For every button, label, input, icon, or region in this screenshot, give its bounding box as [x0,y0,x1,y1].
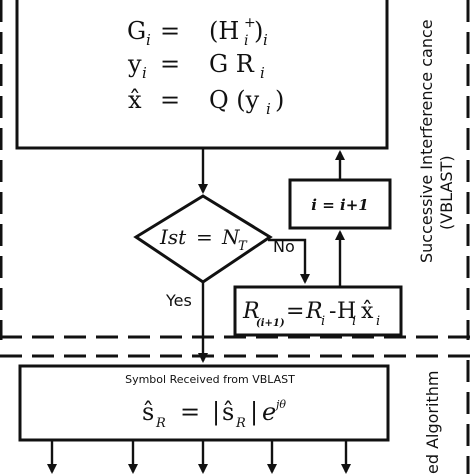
update-r-sub: i [321,314,325,329]
symbol-received-box [18,364,390,442]
eq2-rhs-sub: i [260,64,265,82]
eq2-rhs: G R [209,50,255,78]
eq1-lhs-sub: i [146,31,151,49]
equation-yi: y i = G R i [127,50,265,82]
eq3-rhs-open: Q (y [209,86,260,114]
eq1-equals: = [160,17,180,45]
update-x-sub: i [376,314,380,329]
eq3-rhs-sub: i [266,100,271,118]
update-h: H [337,299,356,324]
eq2-equals: = [160,50,180,78]
eq2-lhs-sub: i [142,64,147,82]
symbol-lhs: ŝ [142,398,154,426]
decision-rhs: N [221,225,241,249]
symbol-equals: = [180,398,200,426]
side-label-line1: Successive Interference cance [417,19,436,263]
symbol-received-title: Symbol Received from VBLAST [125,373,295,386]
eq1-lhs: G [127,17,146,45]
no-label: No [273,237,295,256]
side-label-vblast: (VBLAST) [437,155,456,230]
update-minus: - [329,299,336,324]
side-label-algorithm-text: ed Algorithm [423,371,442,474]
symbol-exp-sup: jθ [273,398,286,411]
symbol-mid: ŝ [222,398,234,426]
symbol-exp: e [262,398,276,426]
arrow-no-branch [268,238,310,284]
side-label-line2: (VBLAST) [437,155,456,230]
eq1-rhs-sup: + [244,15,256,31]
update-x: x̂ [361,299,374,324]
symbol-bar-right: | [250,398,258,427]
eq3-lhs: x̂ [128,86,142,114]
decision-condition: Ist = N T [159,225,248,254]
increment-text: i = i+1 [311,196,368,214]
update-equals: = [286,299,304,324]
eq3-equals: = [160,86,180,114]
eq1-rhs-sub2: i [263,31,268,49]
update-r: R [305,299,323,324]
update-equation: R (i+1) = R i - H i x̂ i [242,299,380,329]
update-box [233,285,403,337]
computation-box [15,0,389,150]
decision-rhs-sub: T [238,239,248,254]
equation-gi: G i = (H + i ) i [127,15,268,49]
side-label-sic: Successive Interference cance [417,19,436,263]
equation-xhat: x̂ = Q (y i ) [128,86,284,118]
eq1-rhs-open: (H [209,17,239,45]
eq2-lhs: y [127,50,142,78]
symbol-lhs-sub: R [155,416,166,431]
decision-equals: = [196,225,213,249]
side-label-algorithm: ed Algorithm [423,371,442,474]
update-h-sub: i [352,314,356,329]
eq1-rhs-sub: i [244,33,248,49]
decision-lhs: Ist [159,225,187,249]
eq3-rhs-close: ) [275,86,284,114]
update-lhs-sub: (i+1) [256,318,285,329]
symbol-mid-sub: R [235,416,246,431]
symbol-bar-left: | [212,398,220,427]
eq1-rhs-close: ) [254,17,263,45]
yes-label: Yes [165,291,192,310]
symbol-equation: ŝ R = | ŝ R | e jθ [142,398,286,431]
update-lhs: R [242,299,260,324]
